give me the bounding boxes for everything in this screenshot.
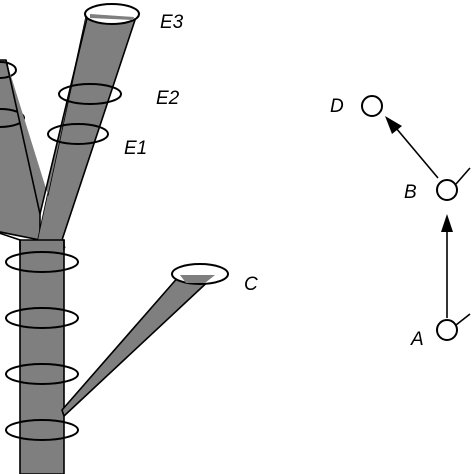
node-b-stub xyxy=(455,167,471,185)
label-a: A xyxy=(410,329,424,350)
left-branch-ring-top xyxy=(0,61,17,79)
node-a-stub xyxy=(455,313,471,326)
trunk-ring-3 xyxy=(5,363,79,385)
arrow-a-to-b-head xyxy=(441,214,453,232)
arrow-b-to-d xyxy=(395,127,439,179)
c-top-fill xyxy=(180,275,215,283)
label-d: D xyxy=(330,96,344,117)
ring-e1 xyxy=(47,123,109,145)
e3-top-fill xyxy=(90,14,134,20)
node-d xyxy=(361,95,383,117)
trunk-ring-1 xyxy=(5,251,79,273)
arrow-b-to-d-head xyxy=(385,116,402,134)
label-e1: E1 xyxy=(124,138,147,159)
trunk-fork-outline xyxy=(0,13,89,250)
label-e2: E2 xyxy=(156,88,180,109)
ring-e3 xyxy=(84,3,140,25)
label-e3: E3 xyxy=(160,12,184,33)
trunk-ring-2 xyxy=(5,307,79,329)
left-branch xyxy=(0,59,41,241)
node-a xyxy=(436,319,458,341)
upper-branch xyxy=(37,12,137,241)
ring-e2 xyxy=(58,83,122,105)
branch-fork xyxy=(6,13,88,248)
label-c: C xyxy=(244,274,258,295)
node-b xyxy=(436,179,458,201)
trunk-ring-4 xyxy=(5,419,79,441)
main-trunk xyxy=(19,239,65,474)
side-branch-c xyxy=(61,274,216,417)
label-b: B xyxy=(404,182,417,203)
